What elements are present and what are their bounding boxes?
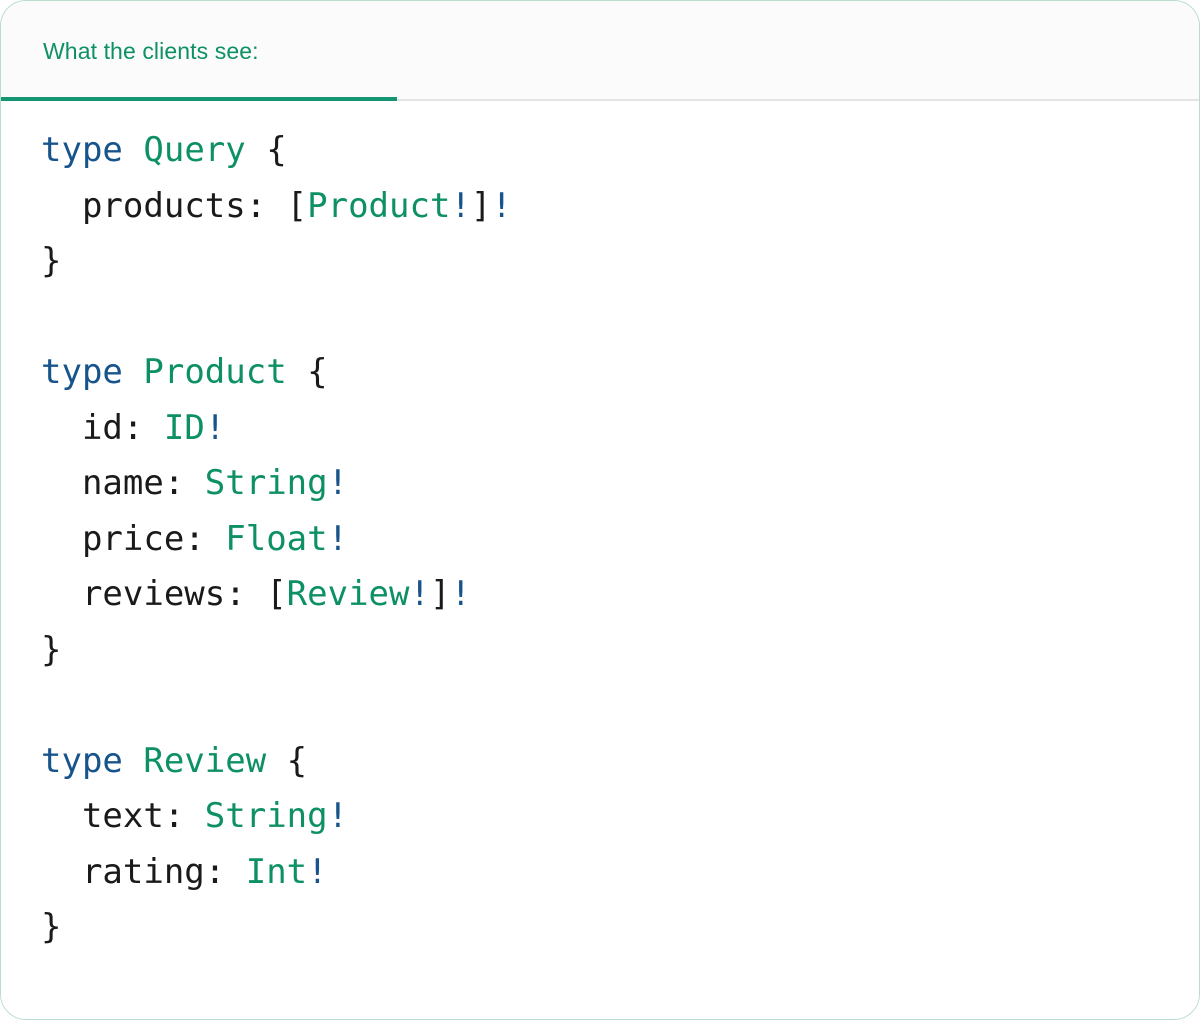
code-token-type: Product <box>143 352 287 392</box>
code-token-punct <box>41 408 82 448</box>
tab-what-the-clients-see[interactable]: What the clients see: <box>1 1 397 101</box>
code-token-kw: type <box>41 352 123 392</box>
code-line: } <box>41 623 1199 679</box>
code-token-punct <box>41 463 82 503</box>
code-token-bang: ! <box>204 407 226 448</box>
code-token-type: ID <box>163 407 205 448</box>
code-token-punct: ] <box>429 574 451 614</box>
code-token-bang: ! <box>327 518 349 559</box>
code-token-type: String <box>204 796 328 836</box>
code-token-field: text <box>81 796 164 836</box>
code-line: reviews: [Review!]! <box>41 567 1199 623</box>
code-token-punct <box>41 852 82 892</box>
code-line <box>41 290 1199 346</box>
code-line <box>41 678 1199 734</box>
code-token-punct <box>41 574 82 614</box>
code-token-bang: ! <box>327 463 349 503</box>
code-token-punct: ] <box>470 185 492 226</box>
code-token-bang: ! <box>409 574 430 614</box>
code-token-bang: ! <box>450 185 471 226</box>
code-token-type: Float <box>225 518 328 559</box>
code-line: type Product { <box>41 345 1199 401</box>
code-line: rating: Int! <box>41 845 1199 901</box>
code-token-kw: type <box>41 740 123 781</box>
code-token-punct <box>41 186 82 226</box>
tab-label: What the clients see: <box>43 37 259 64</box>
code-token-bang: ! <box>327 796 349 836</box>
code-line: products: [Product!]! <box>41 179 1199 235</box>
code-token-type: Review <box>286 574 410 614</box>
code-line: text: String! <box>41 789 1199 845</box>
code-token-punct <box>41 796 82 836</box>
code-token-field: price <box>81 518 185 559</box>
code-token-field: reviews <box>81 574 226 614</box>
code-token-punct: : <box>204 851 246 892</box>
code-token-punct <box>41 519 82 559</box>
tab-bar: What the clients see: <box>1 1 1199 101</box>
code-token-field: name <box>81 463 164 503</box>
code-token-type: Review <box>143 740 267 781</box>
code-line: id: ID! <box>41 401 1199 457</box>
code-token-punct: { <box>266 740 308 781</box>
code-line: type Review { <box>41 734 1199 790</box>
code-token-punct: } <box>41 241 62 281</box>
code-token-bang: ! <box>491 185 512 226</box>
code-token-field: rating <box>81 851 205 892</box>
code-token-field: products <box>81 185 246 226</box>
code-line: type Query { <box>41 123 1199 179</box>
code-token-punct: : <box>163 463 205 503</box>
code-token-type: Product <box>307 185 451 226</box>
code-line: name: String! <box>41 456 1199 512</box>
code-line: } <box>41 234 1199 290</box>
code-token-punct <box>123 130 143 170</box>
code-token-type: Int <box>245 851 308 892</box>
code-token-punct: : <box>184 518 226 559</box>
code-token-bang: ! <box>450 574 471 614</box>
graphql-schema-code: type Query { products: [Product!]! } typ… <box>41 123 1199 956</box>
code-token-punct: : [ <box>225 574 287 614</box>
code-token-punct <box>123 741 143 781</box>
code-token-kw: type <box>41 130 123 170</box>
code-token-punct <box>123 352 143 392</box>
code-token-punct: } <box>41 907 62 947</box>
code-pane[interactable]: type Query { products: [Product!]! } typ… <box>1 101 1199 1019</box>
code-token-type: Query <box>143 130 246 170</box>
code-token-field: id <box>81 407 123 448</box>
code-line: price: Float! <box>41 512 1199 568</box>
code-token-type: String <box>204 463 328 503</box>
code-root: type Query { products: [Product!]! } typ… <box>41 123 1199 956</box>
code-token-punct: : <box>122 407 164 448</box>
code-line: } <box>41 900 1199 956</box>
code-token-punct: { <box>245 130 287 170</box>
code-token-punct: } <box>41 629 62 670</box>
code-token-bang: ! <box>307 851 328 892</box>
code-token-punct: : [ <box>245 185 308 226</box>
code-token-punct: { <box>286 352 328 392</box>
code-token-punct: : <box>163 796 205 836</box>
